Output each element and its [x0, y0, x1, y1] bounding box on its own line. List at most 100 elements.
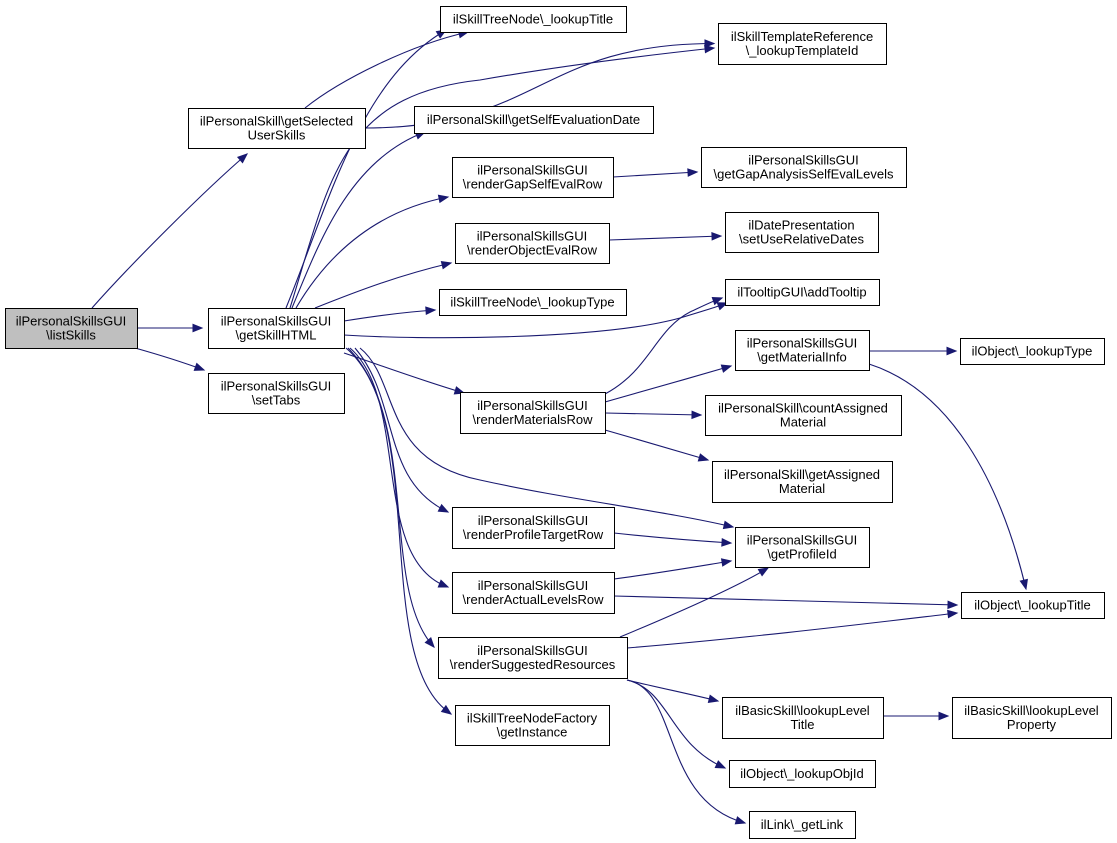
- edge-arrowhead: [236, 153, 249, 164]
- edge-line: [295, 196, 449, 309]
- function-node-getSkillHTML[interactable]: ilPersonalSkillsGUI\getSkillHTML: [208, 308, 345, 349]
- function-node-getGapAnalysisSelfEvalLevels[interactable]: ilPersonalSkillsGUI\getGapAnalysisSelfEv…: [701, 147, 907, 188]
- node-label-line: ilPersonalSkillsGUI: [477, 398, 588, 413]
- call-edge-renderActualLevelsRow-to-objectLookupTitle: [613, 595, 959, 610]
- node-label-line: ilPersonalSkillsGUI: [747, 532, 858, 547]
- call-edge-getMaterialInfo-to-objectLookupTitle: [868, 363, 1028, 591]
- call-edge-getSkillHTML-to-renderObjectEvalRow: [314, 260, 453, 309]
- edge-line: [343, 309, 436, 322]
- node-label-line: \renderGapSelfEvalRow: [463, 176, 603, 191]
- edge-arrowhead: [707, 694, 720, 703]
- function-node-lookupTemplateId[interactable]: ilSkillTemplateReference\_lookupTemplate…: [718, 23, 887, 65]
- edge-line: [604, 429, 709, 461]
- call-edge-getSelectedUserSkills-to-lookupTitle: [304, 29, 470, 109]
- function-node-renderProfileTargetRow[interactable]: ilPersonalSkillsGUI\renderProfileTargetR…: [452, 507, 615, 549]
- node-box: [718, 23, 887, 65]
- node-box: [455, 223, 610, 264]
- edge-arrowhead: [704, 39, 716, 48]
- edge-line: [613, 532, 732, 544]
- edge-line: [91, 153, 248, 309]
- node-label-line: ilPersonalSkillsGUI: [477, 643, 588, 658]
- function-node-renderObjectEvalRow[interactable]: ilPersonalSkillsGUI\renderObjectEvalRow: [455, 223, 610, 264]
- edge-line: [604, 412, 702, 416]
- call-edge-getSkillHTML-to-renderGapSelfEvalRow: [295, 194, 450, 309]
- node-label-line: ilPersonalSkill\countAssigned: [718, 400, 888, 415]
- node-label-line: \renderMaterialsRow: [473, 412, 594, 427]
- call-edge-renderProfileTargetRow-to-getProfileId: [613, 532, 733, 547]
- call-edge-listSkills-to-getSkillHTML: [138, 323, 204, 333]
- edge-line: [626, 679, 746, 824]
- edge-arrowhead: [424, 636, 435, 649]
- node-box: [439, 289, 627, 316]
- call-edge-renderSuggestedResources-to-objectLookupTitle: [626, 609, 959, 649]
- function-node-addTooltip[interactable]: ilTooltipGUI\addTooltip: [725, 279, 880, 306]
- edge-arrowhead: [711, 297, 724, 306]
- function-node-renderSuggestedResources[interactable]: ilPersonalSkillsGUI\renderSuggestedResou…: [438, 637, 628, 679]
- node-box: [722, 697, 884, 739]
- node-box: [438, 637, 628, 679]
- node-label-line: ilLink\_getLink: [761, 817, 844, 832]
- call-edge-lookupLevelTitle-to-lookupLevelProperty: [883, 711, 950, 721]
- node-label-line: \getSkillHTML: [236, 327, 317, 342]
- function-node-getInstance[interactable]: ilSkillTreeNodeFactory\getInstance: [455, 705, 610, 746]
- node-label-line: ilPersonalSkill\getSelected: [200, 113, 353, 128]
- node-box: [952, 697, 1112, 739]
- function-node-objectLookupType[interactable]: ilObject\_lookupType: [960, 338, 1105, 365]
- node-label-line: ilObject\_lookupTitle: [974, 597, 1091, 612]
- edge-arrowhead: [711, 232, 723, 241]
- function-node-listSkills[interactable]: ilPersonalSkillsGUI\listSkills: [5, 308, 138, 349]
- edge-arrowhead: [721, 538, 733, 547]
- edge-arrowhead: [757, 567, 770, 577]
- node-box: [452, 507, 615, 549]
- call-edge-renderMaterialsRow-to-getAssignedMaterial: [604, 429, 710, 462]
- function-node-renderGapSelfEvalRow[interactable]: ilPersonalSkillsGUI\renderGapSelfEvalRow: [452, 157, 614, 198]
- node-label-line: Material: [780, 414, 826, 429]
- function-node-renderActualLevelsRow[interactable]: ilPersonalSkillsGUI\renderActualLevelsRo…: [452, 572, 615, 614]
- edge-arrowhead: [192, 323, 204, 333]
- edge-arrowhead: [947, 600, 959, 610]
- call-edge-renderMaterialsRow-to-getMaterialInfo: [604, 364, 733, 403]
- node-box: [208, 308, 345, 349]
- edge-line: [289, 47, 715, 309]
- edge-line: [291, 131, 426, 309]
- edge-line: [626, 679, 719, 702]
- edge-line: [626, 612, 958, 649]
- edge-line: [349, 347, 449, 588]
- call-edge-getSkillHTML-to-renderSuggestedResources: [347, 347, 435, 649]
- function-node-lookupObjId[interactable]: ilObject\_lookupObjId: [729, 760, 876, 788]
- function-node-getMaterialInfo[interactable]: ilPersonalSkillsGUI\getMaterialInfo: [735, 330, 870, 371]
- function-node-getLink[interactable]: ilLink\_getLink: [749, 811, 856, 839]
- node-box: [960, 338, 1105, 365]
- function-node-objectLookupTitle[interactable]: ilObject\_lookupTitle: [961, 592, 1105, 619]
- node-label-line: ilSkillTreeNode\_lookupTitle: [453, 11, 613, 26]
- node-box: [725, 212, 879, 253]
- node-label-line: ilPersonalSkillsGUI: [747, 335, 858, 350]
- function-node-setUseRelativeDates[interactable]: ilDatePresentation\setUseRelativeDates: [725, 212, 879, 253]
- call-edge-renderObjectEvalRow-to-setUseRelativeDates: [608, 232, 723, 241]
- function-node-skillTreeLookupType[interactable]: ilSkillTreeNode\_lookupType: [439, 289, 627, 316]
- call-edge-listSkills-to-getSelectedUserSkills: [91, 153, 249, 309]
- edge-arrowhead: [946, 346, 958, 356]
- function-node-setTabs[interactable]: ilPersonalSkillsGUI\setTabs: [208, 373, 345, 414]
- node-box: [735, 330, 870, 371]
- function-node-renderMaterialsRow[interactable]: ilPersonalSkillsGUI\renderMaterialsRow: [460, 392, 606, 434]
- call-edge-getSkillHTML-to-skillTreeLookupType: [343, 306, 437, 322]
- node-box: [208, 373, 345, 414]
- function-node-lookupTitle[interactable]: ilSkillTreeNode\_lookupTitle: [440, 6, 627, 33]
- edge-arrowhead: [697, 453, 710, 462]
- edge-line: [314, 262, 452, 309]
- function-node-getProfileId[interactable]: ilPersonalSkillsGUI\getProfileId: [735, 527, 870, 568]
- edge-arrowhead: [722, 520, 735, 530]
- node-label-line: ilPersonalSkillsGUI: [478, 578, 589, 593]
- node-label-line: ilObject\_lookupObjId: [740, 766, 864, 781]
- edge-line: [345, 347, 452, 715]
- edge-arrowhead: [437, 194, 450, 204]
- call-edge-getSkillHTML-to-getSelfEvaluationDate: [291, 131, 427, 309]
- function-node-getSelfEvaluationDate[interactable]: ilPersonalSkill\getSelfEvaluationDate: [414, 106, 654, 134]
